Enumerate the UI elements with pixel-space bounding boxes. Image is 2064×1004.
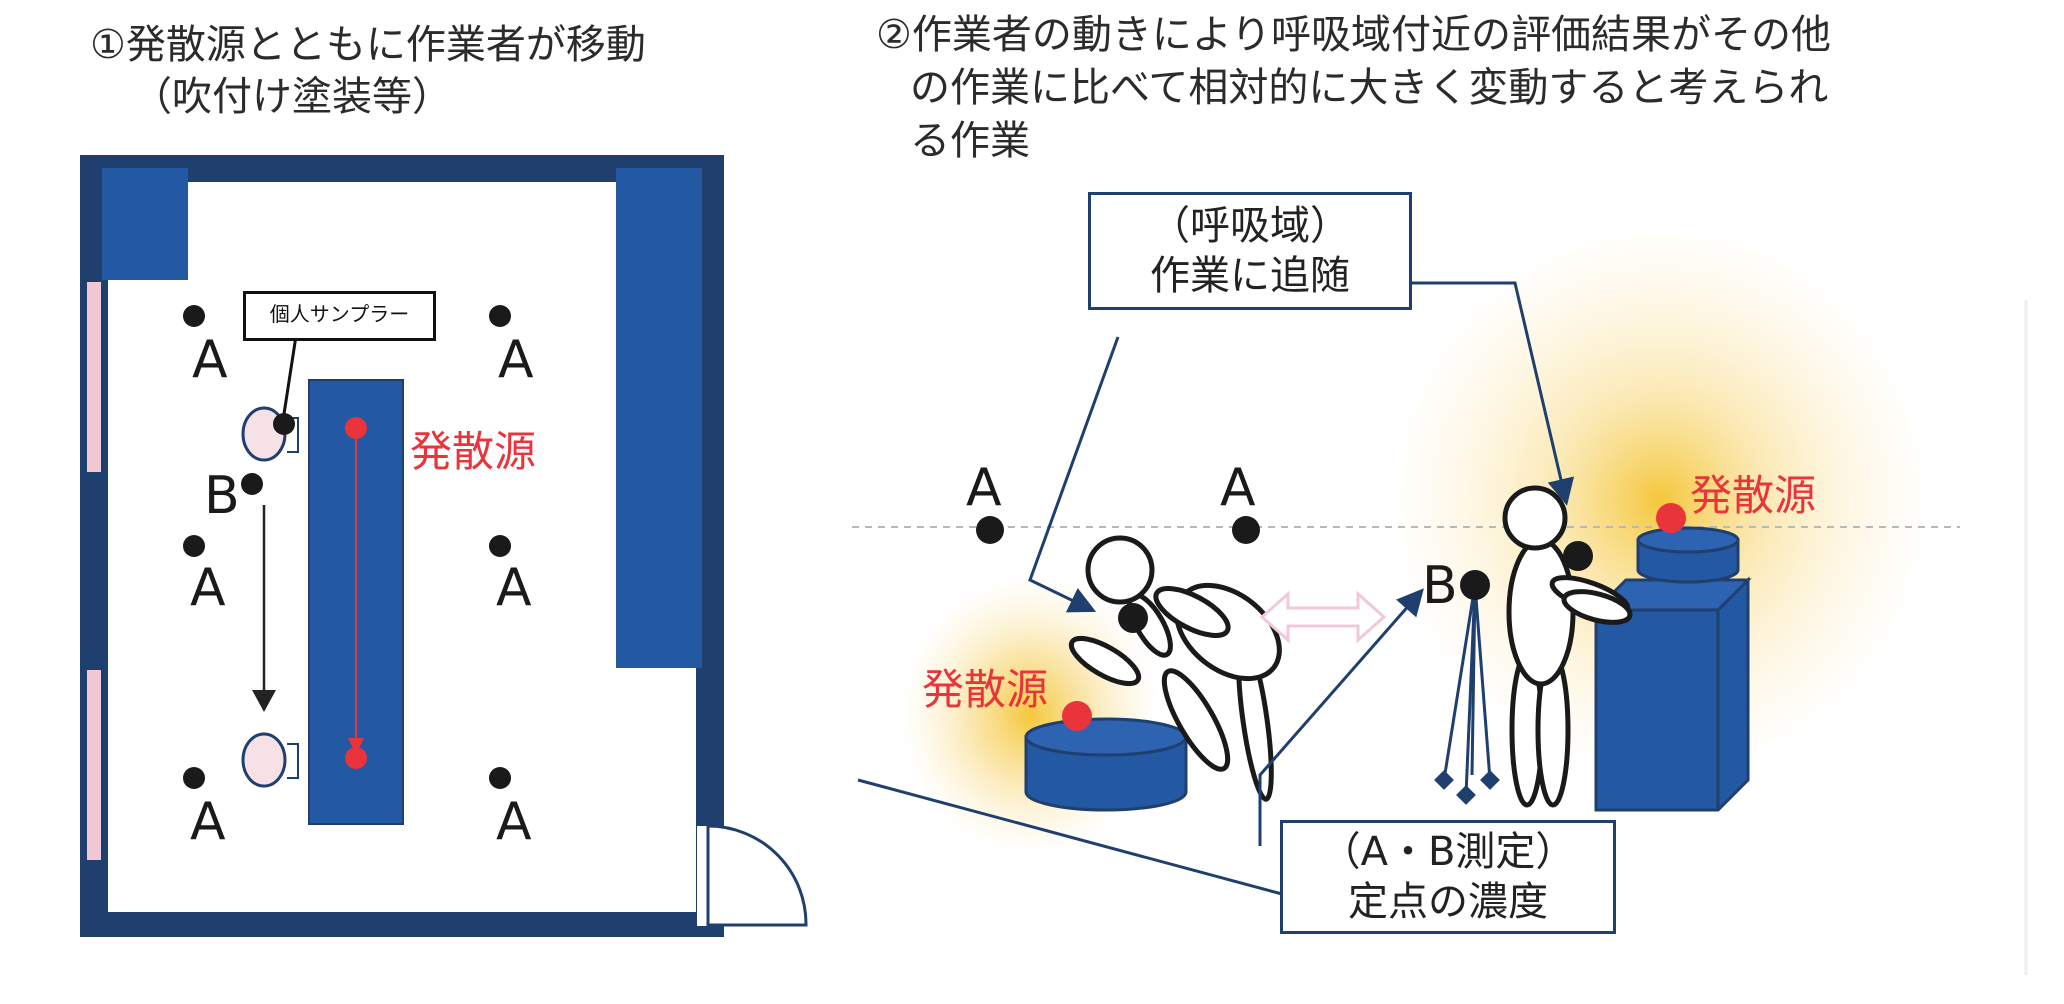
- breathing-zone-line1: （呼吸域）: [1150, 203, 1350, 249]
- perspective-scene: [852, 232, 2028, 975]
- worker-bending: [1068, 535, 1282, 802]
- point-a-dot: [1232, 516, 1260, 544]
- b-sampling-stand: [1442, 584, 1492, 796]
- breathing-zone-line2: 作業に追随: [1150, 253, 1350, 299]
- sampler-dot: [1118, 603, 1148, 633]
- point-b-dot: [241, 473, 263, 495]
- source-dot-left: [1062, 701, 1092, 731]
- point-a-dot: [489, 305, 511, 327]
- left-title-line2: （吹付け塗装等）: [132, 74, 452, 120]
- point-a-label: A: [1220, 458, 1256, 518]
- corner-block: [102, 168, 188, 280]
- worker-top-view: [241, 732, 287, 788]
- point-b-label: B: [204, 466, 240, 526]
- source-label-left-panel: 発散源: [410, 427, 537, 476]
- breathing-zone-callout: （呼吸域） 作業に追随: [1088, 192, 1412, 310]
- point-a-label: A: [496, 792, 532, 852]
- point-a-dot: [183, 535, 205, 557]
- source-dot-right: [1656, 503, 1686, 533]
- source-label-left: 発散源: [922, 665, 1049, 714]
- point-a-label: A: [498, 330, 534, 390]
- left-title-line1: ①発散源とともに作業者が移動: [90, 22, 646, 68]
- source-dot-end: [345, 747, 367, 769]
- point-a-dot: [183, 767, 205, 789]
- sampler-leader: [282, 335, 298, 415]
- point-a-label: A: [190, 558, 226, 618]
- point-b-label: B: [1422, 556, 1458, 616]
- fixed-point-line1: （A・B測定）: [1320, 829, 1576, 875]
- sampler-dot: [273, 413, 295, 435]
- right-title-line1: ②作業者の動きにより呼吸域付近の評価結果がその他: [876, 12, 1832, 58]
- breathing-zone-leader: [1410, 281, 1575, 506]
- source-dot-start: [345, 417, 367, 439]
- point-b-dot: [1460, 570, 1490, 600]
- window-lower: [87, 670, 101, 860]
- source-drum-left: [1024, 735, 1188, 812]
- point-a-label: A: [190, 792, 226, 852]
- right-title-line2: の作業に比べて相対的に大きく変動すると考えられ: [910, 65, 1829, 111]
- fixed-point-leader: [857, 778, 1283, 896]
- point-a-dot: [489, 535, 511, 557]
- fixed-point-line2: 定点の濃度: [1348, 879, 1548, 925]
- point-a-label: A: [966, 458, 1002, 518]
- window-upper: [87, 282, 101, 472]
- floor-plan: [80, 155, 808, 937]
- right-title-line3: る作業: [910, 118, 1030, 164]
- sampler-callout: 個人サンプラー: [243, 291, 436, 341]
- right-cabinet: [616, 168, 702, 668]
- worker-standing: [1502, 485, 1633, 808]
- point-a-dot: [489, 767, 511, 789]
- fixed-point-leader: [1258, 588, 1424, 846]
- point-a-label: A: [496, 558, 532, 618]
- fixed-point-callout: （A・B測定） 定点の濃度: [1280, 820, 1616, 934]
- point-a-label: A: [192, 330, 228, 390]
- point-a-dot: [183, 305, 205, 327]
- sampler-dot: [1563, 541, 1593, 571]
- movement-double-arrow: [1259, 590, 1387, 644]
- point-a-dot: [976, 516, 1004, 544]
- source-label-right: 発散源: [1690, 471, 1817, 520]
- breathing-zone-leader: [1028, 336, 1120, 613]
- door-swing: [706, 824, 808, 927]
